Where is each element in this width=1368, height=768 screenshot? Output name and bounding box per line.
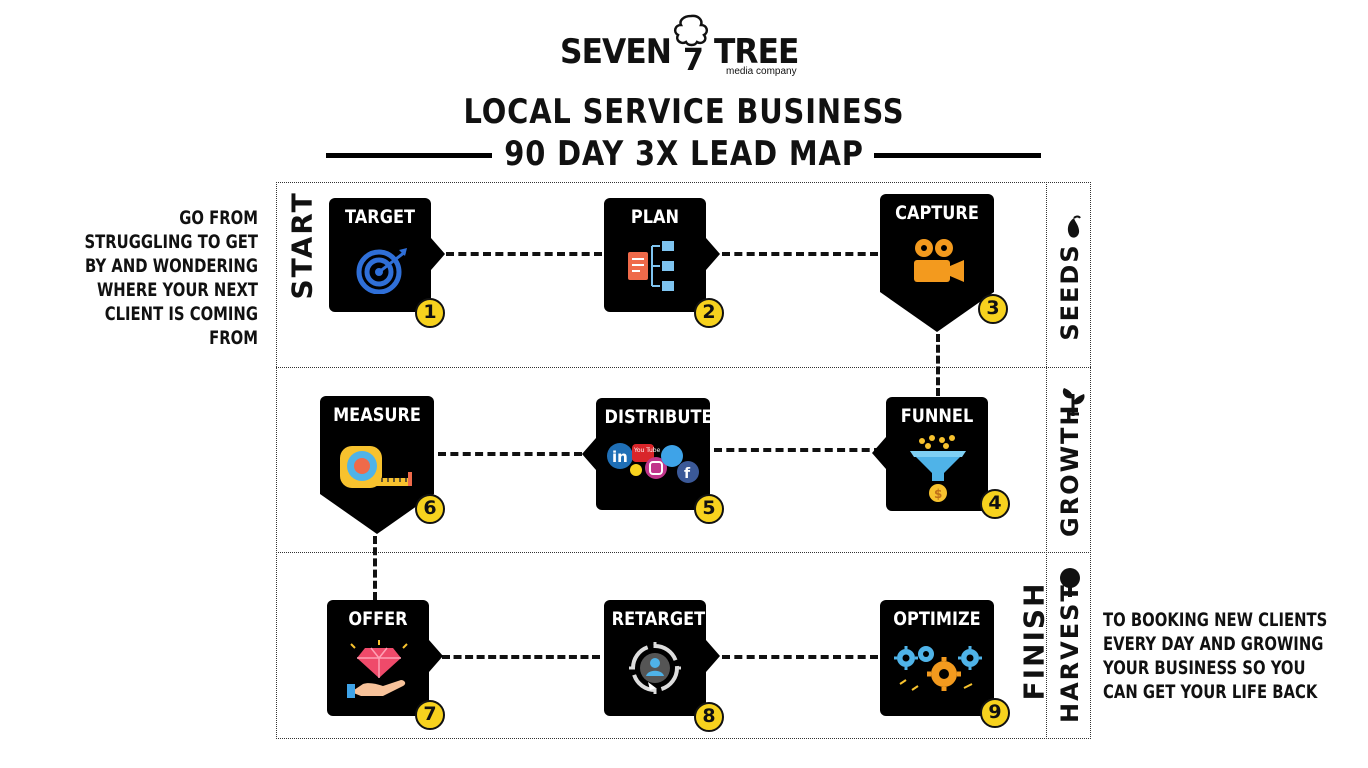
funnel-icon: $ — [910, 435, 966, 502]
svg-text:You Tube: You Tube — [633, 447, 661, 454]
step-badge-9: 9 — [980, 698, 1010, 728]
row-divider-1 — [276, 367, 1091, 368]
step-title: CAPTURE — [895, 202, 979, 224]
tree-logo-icon: 7 — [673, 14, 709, 76]
start-label: START — [285, 191, 319, 300]
connector-8-9 — [722, 655, 878, 659]
step-card-measure: MEASURE — [320, 396, 434, 494]
step-title: DISTRIBUTE — [604, 406, 713, 428]
step-card-plan: PLAN — [604, 198, 706, 312]
connector-3-4 — [936, 334, 940, 396]
card-notch — [582, 438, 596, 470]
logo-subtitle: media company — [726, 66, 797, 77]
step-badge-3: 3 — [978, 294, 1008, 324]
seed-icon — [1067, 215, 1081, 238]
connector-7-8 — [442, 655, 600, 659]
step-title: RETARGET — [611, 608, 706, 630]
card-notch — [880, 292, 994, 332]
connector-4-5 — [714, 448, 882, 452]
seven-tree-logo: SEVEN 7 TREE media company — [556, 14, 816, 80]
connector-6-7 — [373, 536, 377, 600]
step-badge-4: 4 — [980, 489, 1010, 519]
card-notch — [706, 238, 720, 270]
row-divider-2 — [276, 552, 1091, 553]
step-title: OFFER — [348, 608, 408, 630]
title-line-1: LOCAL SERVICE BUSINESS — [463, 92, 905, 132]
svg-text:in: in — [612, 448, 628, 466]
svg-text:f: f — [684, 466, 691, 482]
step-title: MEASURE — [333, 404, 421, 426]
step-badge-1: 1 — [415, 298, 445, 328]
start-description: GO FROM STRUGGLING TO GET BY AND WONDERI… — [84, 207, 259, 349]
logo-word-tree: TREE — [714, 32, 799, 72]
step-card-target: TARGET — [329, 198, 431, 312]
gears-icon — [894, 646, 982, 691]
finish-description: TO BOOKING NEW CLIENTS EVERY DAY AND GRO… — [1103, 609, 1328, 703]
step-card-capture: CAPTURE — [880, 194, 994, 292]
card-notch — [429, 640, 443, 672]
connector-1-2 — [446, 252, 602, 256]
connector-2-3 — [722, 252, 878, 256]
connector-5-6 — [438, 452, 582, 456]
tree-icon — [1060, 568, 1080, 597]
step-title: PLAN — [630, 206, 680, 228]
step-badge-5: 5 — [694, 494, 724, 524]
phase-label-harvest: HARVEST — [1056, 583, 1084, 723]
card-notch — [706, 640, 720, 672]
finish-label: FINISH — [1017, 581, 1051, 701]
phase-label-growth: GROWTH — [1056, 403, 1084, 537]
logo-word-seven: SEVEN — [560, 32, 672, 72]
step-title: FUNNEL — [900, 405, 974, 427]
title-line-2: 90 DAY 3X LEAD MAP — [504, 134, 864, 174]
target-icon — [356, 248, 407, 294]
step-card-distribute: DISTRIBUTE in You Tube f — [596, 398, 713, 510]
step-title: TARGET — [344, 206, 415, 228]
phase-label-seeds: SEEDS — [1056, 243, 1084, 341]
step-card-retarget: RETARGET — [604, 600, 706, 716]
social-icons: in You Tube f — [607, 443, 699, 483]
svg-text:7: 7 — [683, 43, 704, 76]
step-badge-7: 7 — [415, 700, 445, 730]
step-badge-2: 2 — [694, 298, 724, 328]
plan-icon — [628, 241, 674, 291]
retarget-icon — [629, 642, 681, 694]
card-notch — [431, 238, 445, 270]
title-rule-left — [326, 153, 492, 158]
card-notch — [872, 437, 886, 469]
diamond-hand-icon — [347, 640, 408, 698]
step-card-offer: OFFER — [327, 600, 429, 716]
step-title: OPTIMIZE — [893, 608, 981, 630]
camera-icon — [914, 239, 964, 282]
step-badge-8: 8 — [694, 702, 724, 732]
step-badge-6: 6 — [415, 494, 445, 524]
map-grid — [276, 182, 1091, 739]
tape-measure-icon — [340, 446, 412, 488]
svg-text:$: $ — [934, 487, 942, 501]
phase-column-divider — [1046, 182, 1047, 739]
step-card-funnel: FUNNEL $ — [886, 397, 988, 511]
title-rule-right — [874, 153, 1041, 158]
step-card-optimize: OPTIMIZE — [880, 600, 994, 716]
sprout-icon — [1062, 388, 1085, 416]
